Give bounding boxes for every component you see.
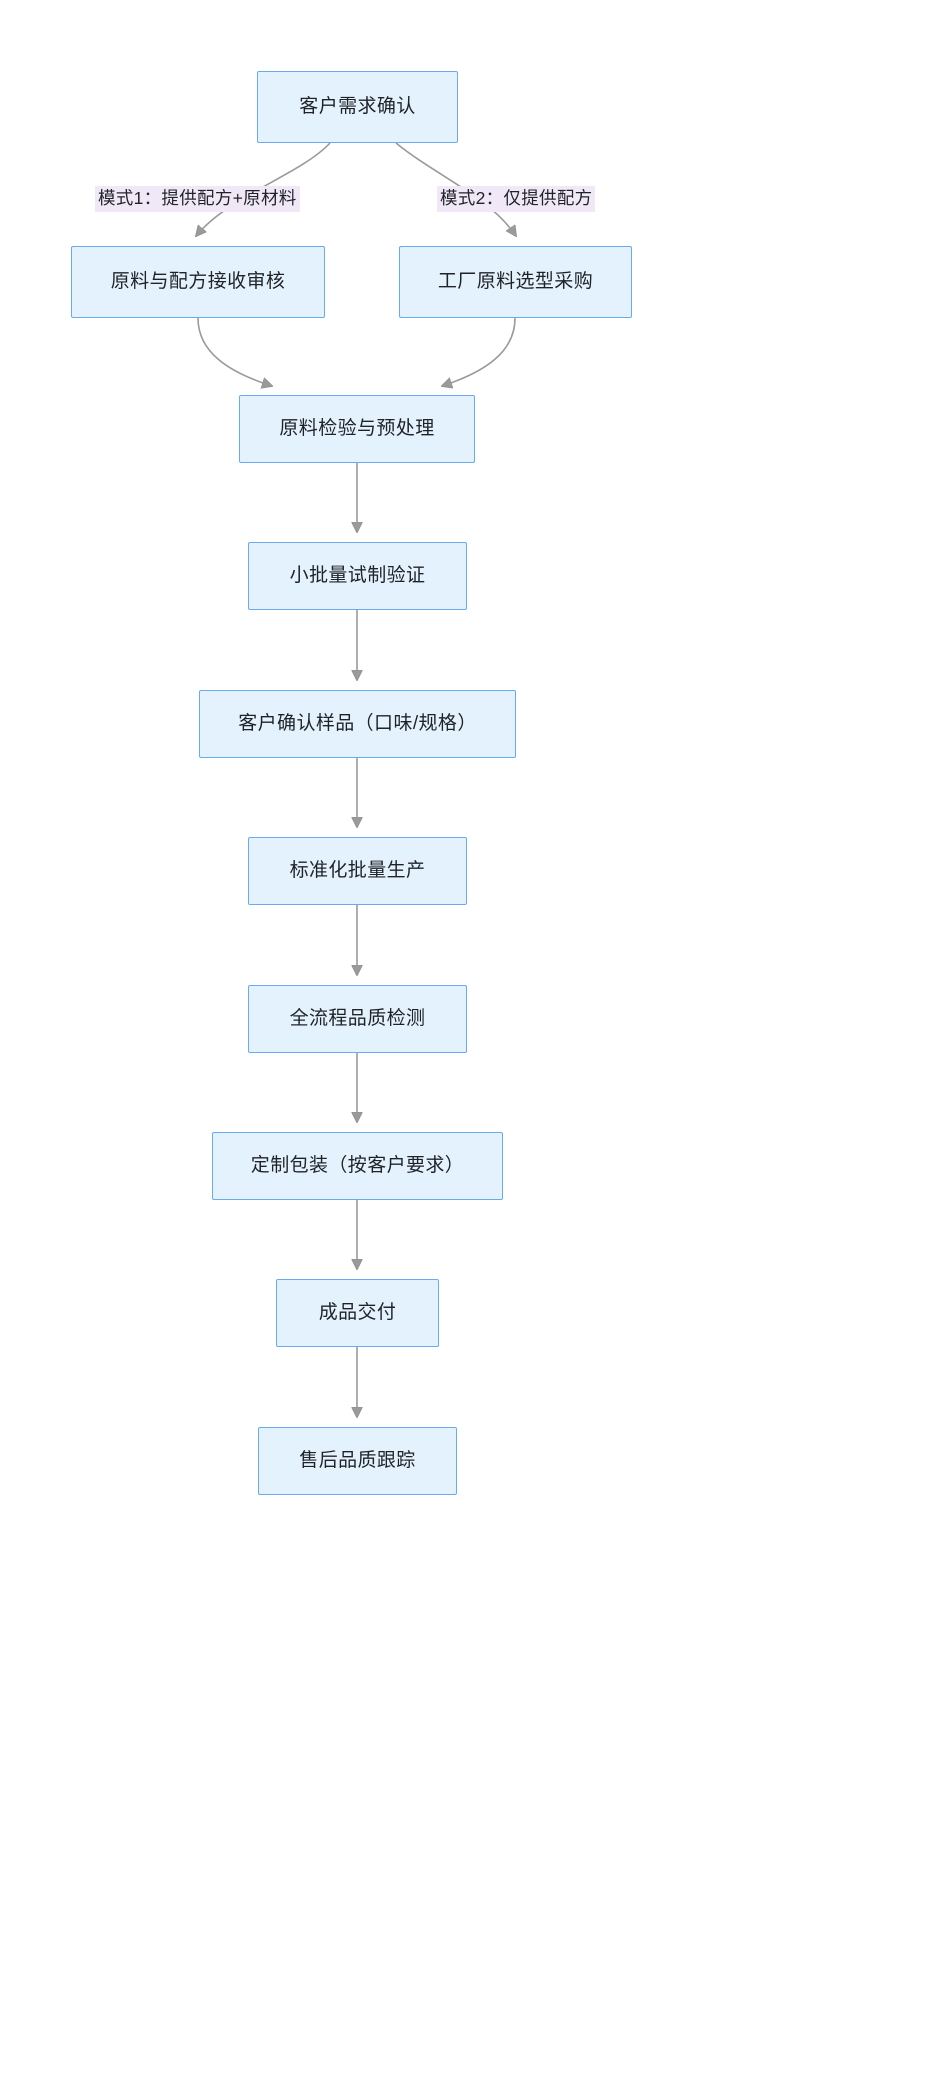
node-label: 成品交付: [318, 1301, 397, 1323]
node-label: 小批量试制验证: [289, 564, 426, 586]
node-material-recipe-receipt-review[interactable]: 原料与配方接收审核: [71, 246, 325, 318]
node-finished-product-delivery[interactable]: 成品交付: [276, 1279, 439, 1347]
node-label: 售后品质跟踪: [299, 1449, 416, 1471]
node-after-sales-quality-tracking[interactable]: 售后品质跟踪: [258, 1427, 457, 1495]
node-factory-material-selection-purchase[interactable]: 工厂原料选型采购: [399, 246, 632, 318]
node-full-process-quality-inspection[interactable]: 全流程品质检测: [248, 985, 467, 1053]
node-material-inspection-pretreatment[interactable]: 原料检验与预处理: [239, 395, 475, 463]
node-label: 标准化批量生产: [289, 859, 426, 881]
node-label: 全流程品质检测: [289, 1007, 426, 1029]
node-label: 原料与配方接收审核: [110, 270, 286, 292]
node-label: 客户确认样品（口味/规格）: [238, 712, 477, 734]
node-customer-requirement-confirmation[interactable]: 客户需求确认: [257, 71, 458, 143]
node-customer-sample-confirmation[interactable]: 客户确认样品（口味/规格）: [199, 690, 516, 758]
edge-label-mode-1: 模式1：提供配方+原材料: [95, 186, 300, 212]
node-small-batch-trial-verification[interactable]: 小批量试制验证: [248, 542, 467, 610]
node-label: 原料检验与预处理: [279, 417, 435, 439]
node-label: 客户需求确认: [299, 95, 416, 117]
node-label: 定制包装（按客户要求）: [250, 1154, 465, 1176]
node-label: 工厂原料选型采购: [437, 270, 594, 292]
edge-n2-n4: [197, 317, 272, 386]
edge-n3-n4: [442, 317, 516, 386]
edge-label-mode-2: 模式2：仅提供配方: [437, 186, 596, 212]
node-custom-packaging[interactable]: 定制包装（按客户要求）: [212, 1132, 503, 1200]
node-standardized-mass-production[interactable]: 标准化批量生产: [248, 837, 467, 905]
